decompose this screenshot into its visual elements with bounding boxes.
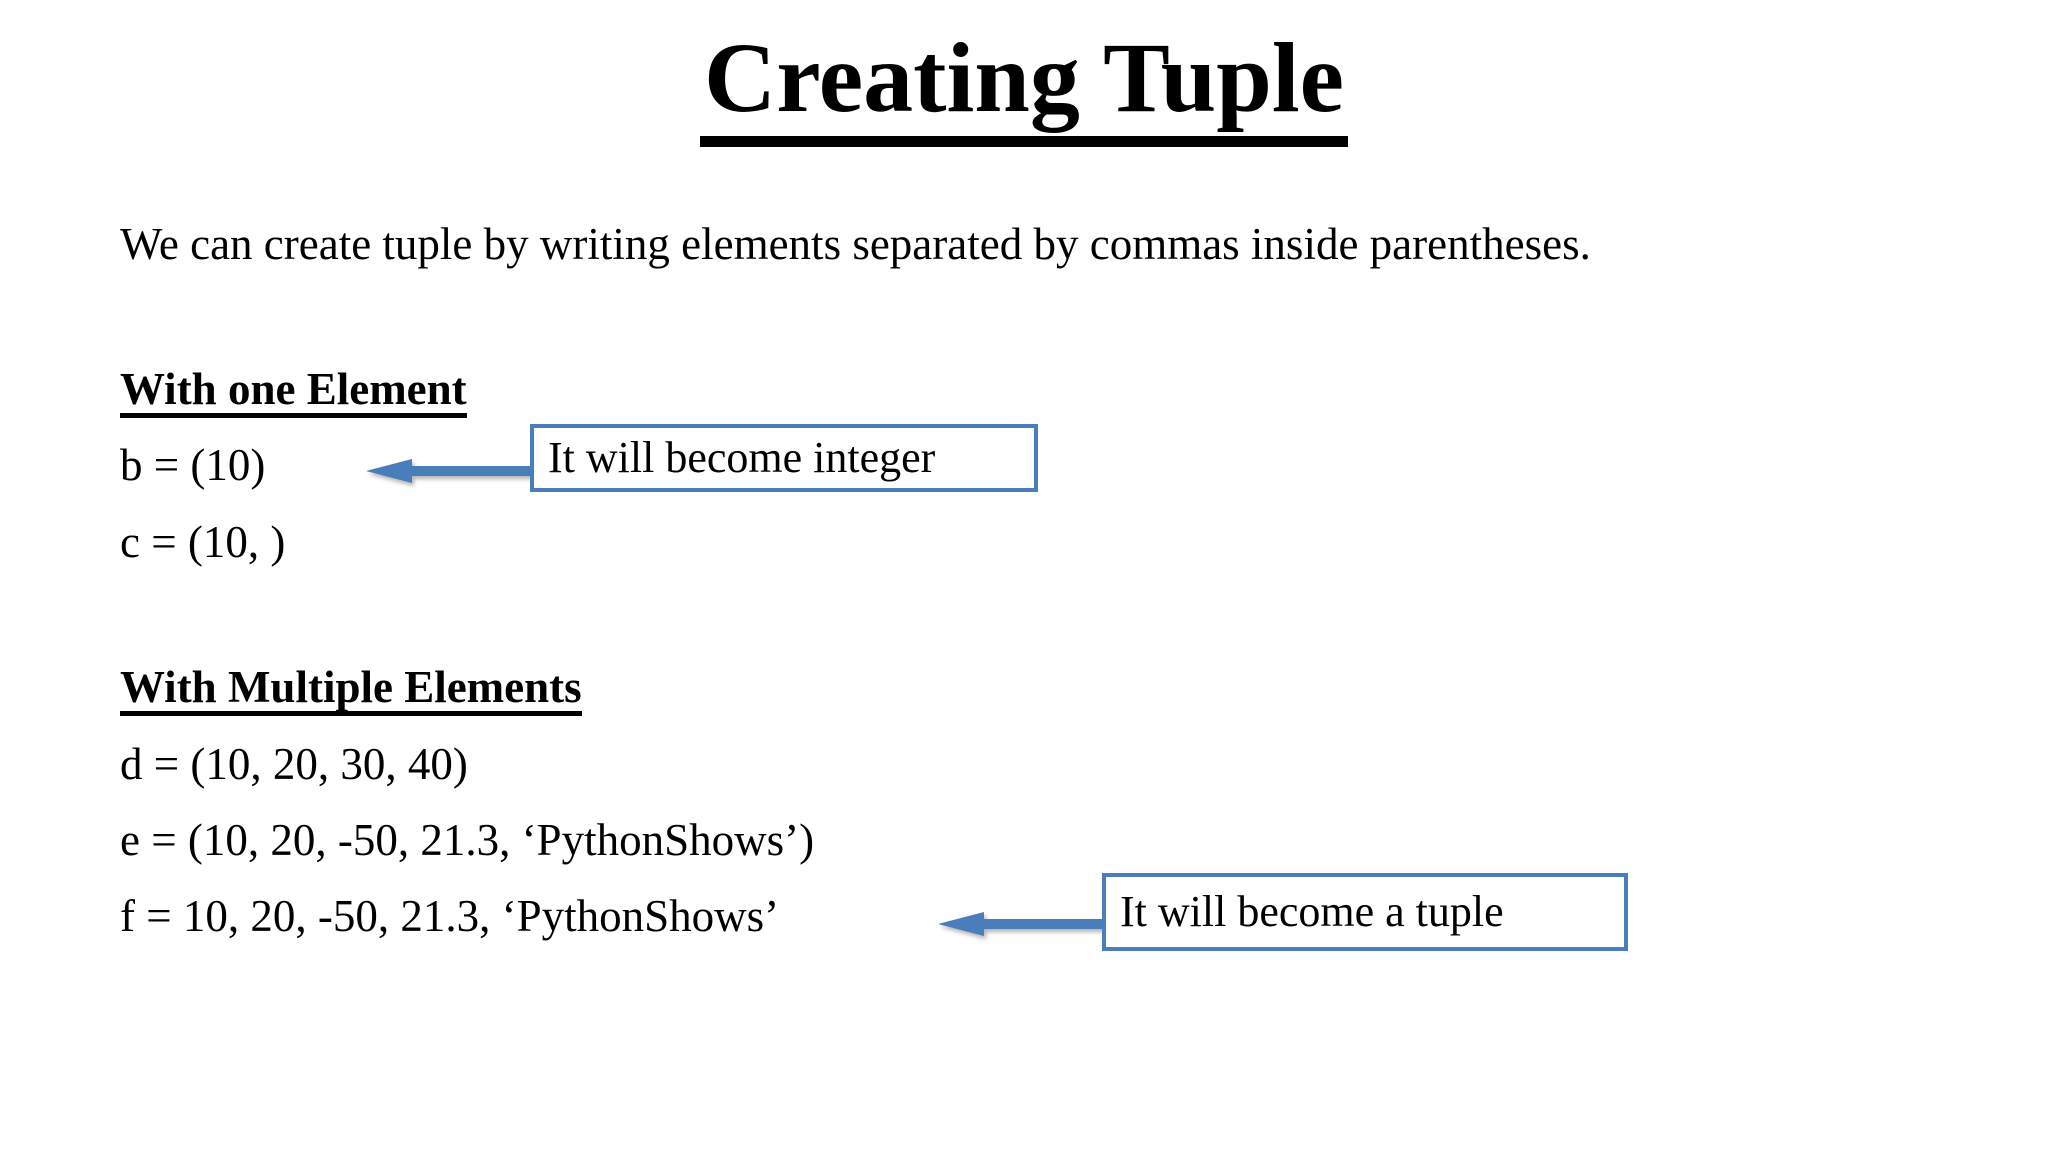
page-title-text: Creating Tuple <box>700 22 1348 147</box>
callout-integer-text: It will become integer <box>548 433 936 482</box>
page-title: Creating Tuple <box>0 22 2048 147</box>
section-heading-multiple-elements-text: With Multiple Elements <box>120 665 582 716</box>
code-line-e: e = (10, 20, -50, 21.3, ‘PythonShows’) <box>120 815 815 865</box>
code-line-b: b = (10) <box>120 440 266 490</box>
section-heading-one-element: With one Element <box>120 367 467 418</box>
callout-integer-box: It will become integer <box>530 424 1038 492</box>
arrow-left-icon <box>938 912 1116 936</box>
callout-tuple-box: It will become a tuple <box>1102 873 1628 951</box>
arrow-left-icon <box>366 459 544 483</box>
section-heading-multiple-elements: With Multiple Elements <box>120 665 582 716</box>
code-line-d: d = (10, 20, 30, 40) <box>120 739 468 789</box>
section-heading-one-element-text: With one Element <box>120 367 467 418</box>
code-line-c: c = (10, ) <box>120 517 286 567</box>
code-line-f: f = 10, 20, -50, 21.3, ‘PythonShows’ <box>120 891 780 941</box>
callout-tuple-text: It will become a tuple <box>1120 887 1504 936</box>
intro-paragraph: We can create tuple by writing elements … <box>120 219 1591 269</box>
